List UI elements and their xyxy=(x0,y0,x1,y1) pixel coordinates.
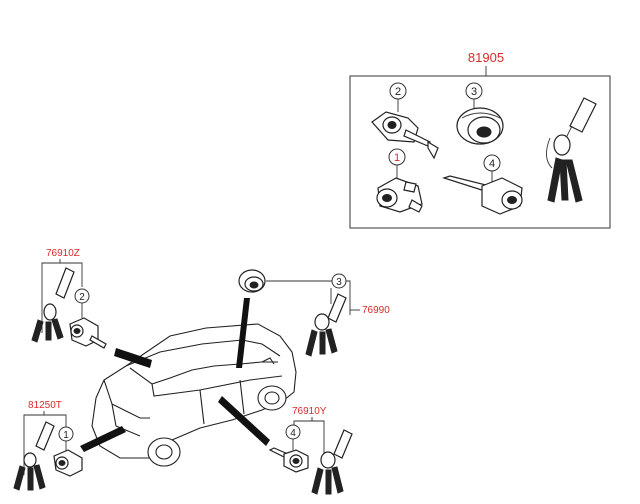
lock-cylinder-icon[interactable] xyxy=(376,177,423,213)
svg-text:1: 1 xyxy=(394,152,400,164)
kit-group: 81905 2 3 1 xyxy=(349,50,611,229)
kit-callout-4[interactable]: 4 xyxy=(483,154,501,172)
svg-text:3: 3 xyxy=(471,86,477,98)
tailgate-set-part-number[interactable]: 76910Z xyxy=(46,248,80,259)
ignition-set-callout[interactable]: 3 xyxy=(331,273,347,289)
lock-cylinder-icon[interactable] xyxy=(69,317,107,349)
door-set-group: 76910Y 4 xyxy=(268,406,353,495)
ignition-set-group: 3 76990 xyxy=(238,269,390,357)
trunk-set-callout[interactable]: 1 xyxy=(58,426,74,442)
door-set-part-number[interactable]: 76910Y xyxy=(292,406,327,417)
key-fob-icon[interactable] xyxy=(311,429,353,495)
tailgate-set-callout[interactable]: 2 xyxy=(74,288,90,304)
svg-text:2: 2 xyxy=(79,292,85,303)
svg-text:4: 4 xyxy=(489,158,495,170)
kit-callout-2[interactable]: 2 xyxy=(389,82,407,100)
ignition-set-part-number[interactable]: 76990 xyxy=(362,305,390,316)
pointer-arrows xyxy=(80,298,270,452)
pointer-tailgate xyxy=(114,348,152,368)
key-fob-icon[interactable] xyxy=(546,97,597,203)
lock-cylinder-icon[interactable] xyxy=(442,175,523,215)
kit-box xyxy=(349,75,611,229)
key-fob-icon[interactable] xyxy=(305,293,347,357)
key-fob-icon[interactable] xyxy=(13,421,55,491)
lock-cylinder-icon[interactable] xyxy=(268,447,309,473)
door-set-callout[interactable]: 4 xyxy=(285,424,301,440)
pointer-door xyxy=(218,396,270,446)
trunk-set-part-number[interactable]: 81250T xyxy=(28,400,62,411)
svg-text:2: 2 xyxy=(395,86,401,98)
key-fob-icon[interactable] xyxy=(31,267,75,343)
ignition-lock-icon[interactable] xyxy=(238,269,266,293)
svg-text:3: 3 xyxy=(336,277,342,288)
svg-text:4: 4 xyxy=(290,428,296,439)
pointer-ignition xyxy=(236,298,250,368)
kit-callout-1[interactable]: 1 xyxy=(388,148,406,166)
trunk-set-group: 81250T 1 xyxy=(13,400,83,491)
svg-text:1: 1 xyxy=(63,430,69,441)
pointer-trunk xyxy=(80,426,126,452)
kit-part-number[interactable]: 81905 xyxy=(468,50,504,65)
kit-callout-3[interactable]: 3 xyxy=(465,82,483,100)
lock-cylinder-icon[interactable] xyxy=(53,449,83,477)
lock-cylinder-icon[interactable] xyxy=(371,111,439,160)
tailgate-set-group: 76910Z 2 xyxy=(31,248,107,349)
ignition-lock-icon[interactable] xyxy=(456,107,504,145)
